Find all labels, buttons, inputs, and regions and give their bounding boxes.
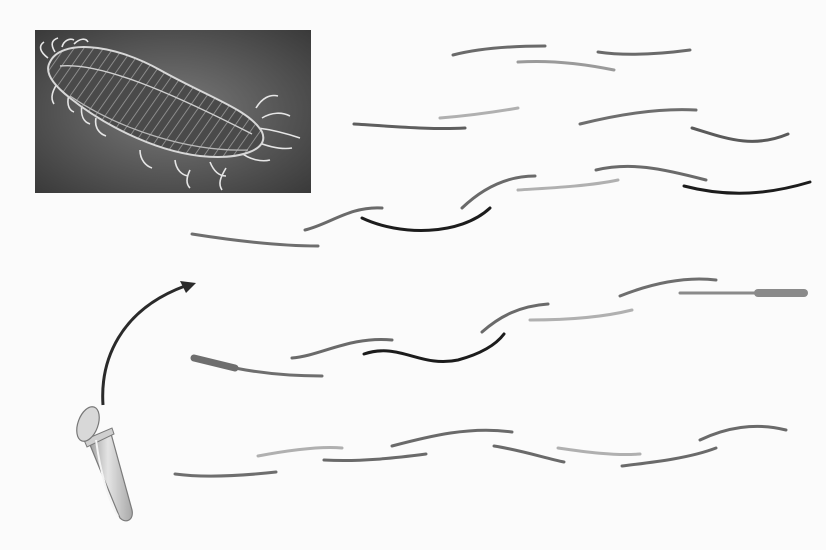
- dna-fragment: [440, 108, 518, 118]
- dna-fragment: [192, 234, 318, 246]
- dna-fragment: [354, 124, 465, 129]
- dna-fragment: [622, 448, 716, 466]
- dna-fragment: [518, 180, 618, 190]
- dna-fragment: [194, 358, 235, 368]
- dna-fragment: [235, 368, 322, 376]
- dna-fragment: [482, 304, 548, 332]
- curved-arrow-icon: [103, 281, 196, 405]
- dna-fragment: [530, 310, 632, 320]
- dna-fragment: [462, 176, 535, 208]
- dna-fragment: [305, 208, 382, 230]
- dna-fragment: [494, 446, 564, 462]
- dna-fragment: [392, 430, 512, 446]
- dna-fragment: [518, 61, 614, 70]
- dna-fragment: [558, 448, 640, 455]
- dna-fragment: [258, 447, 342, 456]
- arrow-shaft: [103, 286, 185, 405]
- dna-fragment: [362, 208, 490, 230]
- dna-fragment: [580, 110, 696, 124]
- dna-fragment: [292, 339, 392, 358]
- dna-fragment: [700, 426, 786, 440]
- dna-fragment: [324, 454, 426, 461]
- microcentrifuge-tube-icon: [72, 404, 132, 521]
- dna-fragment: [596, 166, 706, 180]
- dna-fragment: [692, 128, 788, 141]
- dna-fragment: [684, 182, 810, 193]
- micrograph-panel: [35, 30, 311, 193]
- dna-fragment: [175, 472, 276, 476]
- dna-fragment: [453, 46, 545, 55]
- dna-fragment: [598, 50, 690, 54]
